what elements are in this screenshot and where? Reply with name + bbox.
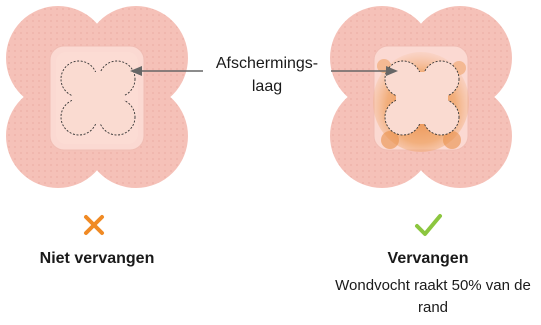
replaced-description: Wondvocht raakt 50% van de rand [330,275,536,319]
callout-line-1: Afschermings- [205,52,329,75]
replaced-title: Vervangen [358,250,498,268]
protective-layer-label: Afschermings- laag [205,52,329,98]
callout-line-2: laag [205,75,329,98]
protective-layer [61,61,135,135]
cross-icon [86,217,102,233]
protective-layer [385,61,459,135]
dressing-not-replaced [6,6,188,233]
not-replaced-caption: Niet vervangen [22,250,172,268]
dressing-replaced [330,6,512,234]
check-icon [417,216,440,234]
